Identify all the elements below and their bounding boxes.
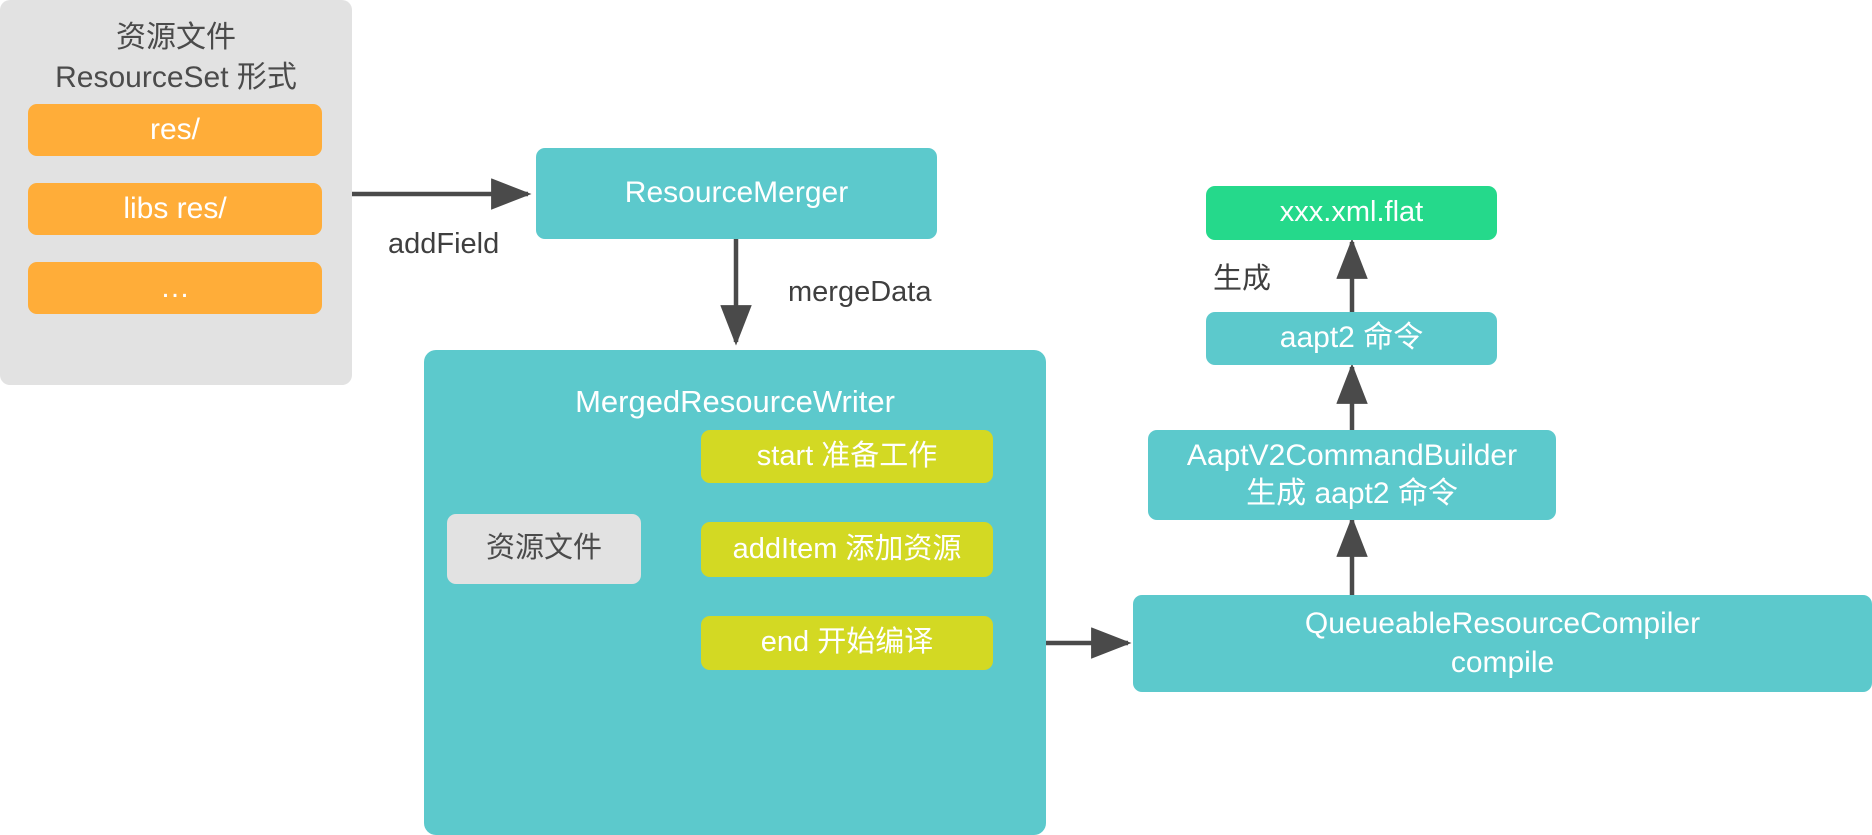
node-resource-file-input[interactable]: 资源文件: [447, 514, 641, 584]
edge-label-addfield: addField: [388, 228, 500, 260]
chip-res[interactable]: res/: [28, 104, 322, 156]
edge-label-generate: 生成: [1213, 263, 1272, 295]
edge-label-mergedata: mergeData: [788, 276, 932, 308]
node-merged-resource-writer[interactable]: MergedResourceWriter: [424, 350, 1046, 835]
chip-libs-res[interactable]: libs res/: [28, 183, 322, 235]
node-aaptv2-command-builder[interactable]: AaptV2CommandBuilder 生成 aapt2 命令: [1148, 430, 1556, 520]
resourceset-group-title: 资源文件 ResourceSet 形式: [0, 18, 352, 97]
resourceset-group-title-line2: ResourceSet 形式: [55, 60, 297, 94]
chip-ellipsis[interactable]: …: [28, 262, 322, 314]
resourceset-group-title-line1: 资源文件: [116, 21, 236, 54]
node-step-start[interactable]: start 准备工作: [701, 430, 993, 483]
node-xml-flat-output[interactable]: xxx.xml.flat: [1206, 186, 1497, 240]
node-queueable-resource-compiler[interactable]: QueueableResourceCompiler compile: [1133, 595, 1872, 692]
node-aapt2-command[interactable]: aapt2 命令: [1206, 312, 1497, 365]
node-merged-resource-writer-title: MergedResourceWriter: [575, 384, 895, 419]
node-step-end[interactable]: end 开始编译: [701, 616, 993, 670]
node-step-additem[interactable]: addItem 添加资源: [701, 522, 993, 577]
node-resource-merger[interactable]: ResourceMerger: [536, 148, 937, 239]
